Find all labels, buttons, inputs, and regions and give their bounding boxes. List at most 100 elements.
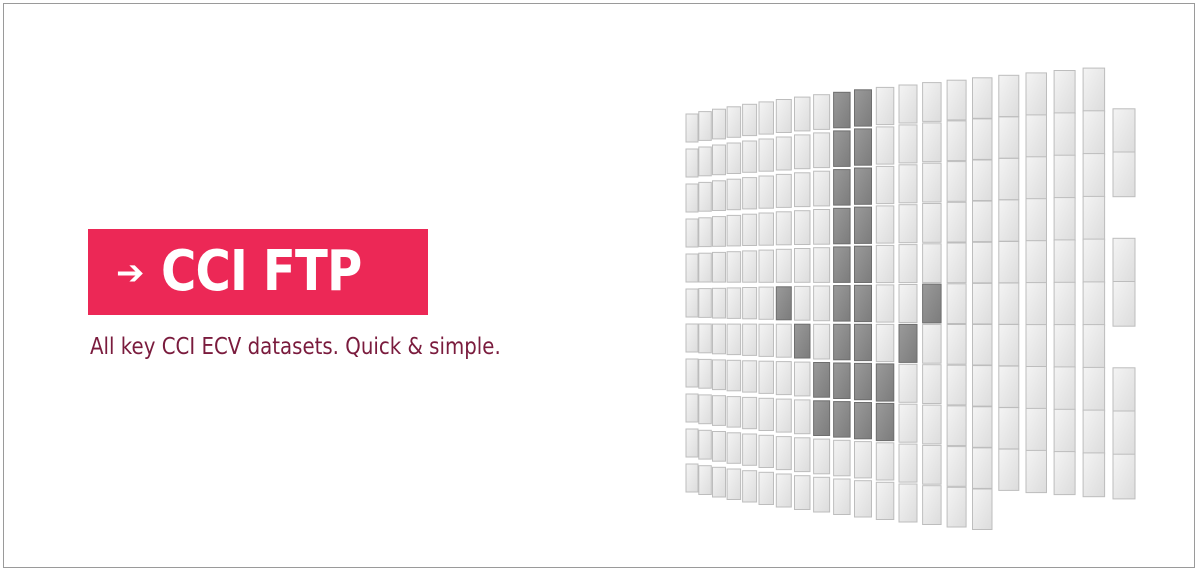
grid-tile: [775, 136, 792, 171]
grid-tile: [972, 406, 993, 448]
arrow-tile: [833, 207, 851, 245]
grid-tile: [758, 397, 774, 431]
grid-tile: [898, 124, 918, 164]
grid-tile: [698, 111, 712, 141]
grid-tile: [1053, 451, 1076, 496]
arrow-tile: [813, 362, 831, 398]
grid-tile: [712, 287, 726, 319]
grid-tile: [794, 134, 811, 170]
grid-tile: [813, 170, 831, 207]
grid-tile: [946, 405, 967, 447]
grid-tile: [775, 398, 792, 433]
grid-tile: [742, 433, 758, 466]
grid-tile: [998, 282, 1020, 325]
grid-tile: [998, 74, 1020, 118]
grid-tile: [1082, 67, 1106, 113]
grid-tile: [922, 162, 942, 203]
grid-tile: [775, 361, 792, 396]
grid-tile: [898, 244, 918, 284]
grid-tile: [1025, 282, 1047, 326]
grid-tile: [813, 285, 831, 322]
arrow-tile: [833, 285, 851, 322]
grid-tile: [875, 284, 895, 323]
grid-tile: [1025, 366, 1047, 410]
grid-tile: [922, 323, 942, 364]
grid-tile: [685, 218, 699, 248]
grid-tile: [833, 439, 851, 477]
badge-title: CCI FTP: [160, 239, 362, 304]
grid-tile: [1112, 410, 1136, 457]
arrow-tile: [854, 89, 872, 127]
grid-tile: [875, 205, 895, 244]
grid-tile: [898, 284, 918, 323]
grid-tile: [726, 178, 742, 211]
grid-tile: [875, 86, 895, 126]
grid-tile: [1025, 114, 1047, 158]
grid-tile: [813, 209, 831, 245]
grid-tile: [698, 465, 712, 496]
grid-tile: [712, 431, 726, 462]
grid-tile: [685, 288, 699, 318]
arrow-tile: [833, 401, 851, 438]
grid-tile: [946, 79, 967, 121]
grid-tile: [922, 82, 942, 122]
arrow-tile: [833, 130, 851, 167]
grid-tile: [946, 364, 967, 406]
grid-tile: [712, 180, 726, 212]
grid-tile: [726, 396, 742, 428]
grid-tile: [922, 243, 942, 284]
grid-tile: [775, 436, 792, 471]
grid-tile: [775, 248, 792, 283]
grid-tile: [775, 211, 792, 246]
grid-tile: [998, 407, 1020, 450]
arrow-tile: [854, 245, 872, 283]
grid-tile: [998, 448, 1020, 491]
grid-tile: [712, 395, 726, 426]
grid-tile: [946, 242, 967, 284]
grid-tile: [946, 446, 967, 487]
grid-tile: [898, 443, 918, 483]
grid-tile: [685, 183, 699, 213]
grid-tile: [972, 77, 993, 119]
grid-tile: [698, 323, 712, 354]
grid-tile: [1082, 324, 1106, 369]
grid-tile: [775, 99, 792, 133]
grid-tile: [1053, 154, 1076, 199]
grid-tile: [1082, 281, 1106, 327]
grid-tile: [698, 394, 712, 425]
grid-tile: [685, 113, 699, 143]
arrow-tile: [854, 402, 872, 440]
arrow-tile: [922, 283, 942, 324]
grid-tile: [1025, 198, 1047, 242]
cci-ftp-badge[interactable]: ➔ CCI FTP: [88, 229, 428, 315]
grid-tile: [698, 181, 712, 212]
grid-tile: [1025, 156, 1047, 200]
grid-tile: [833, 478, 851, 515]
grid-tile: [726, 287, 742, 319]
grid-tile: [726, 214, 742, 247]
grid-tile: [922, 404, 942, 445]
grid-tile: [685, 463, 699, 493]
grid-tile: [742, 360, 758, 393]
grid-tile: [875, 126, 895, 165]
grid-tile: [1025, 407, 1047, 452]
grid-tile: [972, 488, 993, 530]
right-arrow-icon: ➔: [116, 253, 145, 293]
grid-tile: [898, 403, 918, 443]
grid-tile: [946, 161, 967, 202]
grid-tile: [685, 358, 699, 388]
arrow-tile: [854, 284, 872, 323]
grid-tile: [1112, 453, 1136, 500]
grid-tile: [1053, 408, 1076, 453]
grid-tile: [946, 120, 967, 162]
grid-tile: [794, 437, 811, 473]
grid-tile: [946, 486, 967, 528]
arrow-tile: [854, 323, 872, 362]
arrow-tile: [833, 323, 851, 361]
grid-tile: [922, 364, 942, 405]
grid-tile: [742, 470, 758, 503]
grid-tile: [998, 365, 1020, 408]
grid-tile: [712, 251, 726, 283]
grid-tile: [758, 175, 774, 209]
grid-tile: [742, 396, 758, 430]
